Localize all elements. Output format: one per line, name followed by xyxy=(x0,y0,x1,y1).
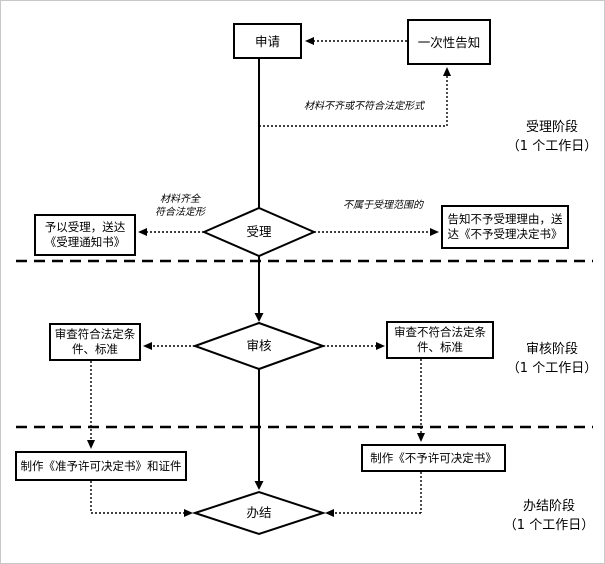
review-pass-line2: 件、标准 xyxy=(72,342,118,356)
arrowhead-pass-right xyxy=(143,342,152,350)
stage-finish-duration: （1 个工作日） xyxy=(503,518,595,533)
stage-accept-name: 受理阶段 xyxy=(525,120,578,135)
stage-accept-duration: （1 个工作日） xyxy=(506,139,598,154)
stage-review-label: 审核阶段 （1 个工作日） xyxy=(499,340,604,378)
notify-reject-box: 告知不予受理理由，送 达《不予受理决定书》 xyxy=(441,205,569,249)
make-permit-box: 制作《准予许可决定书》和证件 xyxy=(15,451,187,481)
review-diamond xyxy=(192,321,326,371)
make-denial-box: 制作《不予许可决定书》 xyxy=(361,444,506,472)
arrowhead-permit-top xyxy=(87,440,95,449)
review-fail-box: 审查不符合法定条 件、标准 xyxy=(386,321,494,359)
make-permit-label: 制作《准予许可决定书》和证件 xyxy=(20,458,182,473)
arrowhead-reject-left xyxy=(430,228,439,236)
out-of-scope-label: 不属于受理范围的 xyxy=(343,200,423,211)
arrowhead-finish-left xyxy=(184,509,193,517)
arrowhead-grant-right xyxy=(138,228,147,236)
apply-label: 申请 xyxy=(254,33,280,49)
stage-review-duration: （1 个工作日） xyxy=(506,361,598,376)
arrowhead-finish-right xyxy=(325,509,334,517)
materials-complete-line1: 材料齐全 xyxy=(160,194,200,205)
arrowhead-fail-left xyxy=(376,342,385,350)
accept-diamond xyxy=(201,206,317,258)
materials-incomplete-label: 材料不齐或不符合法定形式 xyxy=(304,101,424,112)
materials-complete-label: 材料齐全 符合法定形 xyxy=(141,193,219,219)
review-fail-line1: 审查不符合法定条 xyxy=(394,325,486,339)
stage-finish-label: 办结阶段 （1 个工作日） xyxy=(493,497,604,535)
arrowhead-denial-top xyxy=(417,433,425,442)
grant-accept-box: 予以受理，送达 《受理通知书》 xyxy=(34,214,136,256)
grant-accept-line1: 予以受理，送达 xyxy=(44,220,126,234)
review-pass-box: 审查符合法定条 件、标准 xyxy=(49,323,141,361)
notify-reject-line2: 达《不予受理决定书》 xyxy=(447,227,563,241)
materials-complete-line2: 符合法定形 xyxy=(155,207,205,218)
apply-box: 申请 xyxy=(233,23,302,59)
stage-finish-name: 办结阶段 xyxy=(522,499,575,514)
grant-accept-line2: 《受理通知书》 xyxy=(44,235,126,249)
review-diamond-label: 审核 xyxy=(246,338,272,353)
arrowhead-finish-top xyxy=(254,481,264,490)
accept-diamond-label: 受理 xyxy=(246,224,272,239)
arrowhead-apply-right xyxy=(305,37,314,45)
notify-reject-line1: 告知不予受理理由，送 xyxy=(447,212,563,226)
stage-review-name: 审核阶段 xyxy=(525,342,578,357)
review-pass-line1: 审查符合法定条 xyxy=(54,327,136,341)
one-time-notice-box: 一次性告知 xyxy=(407,19,491,65)
arrowhead-notice-bottom xyxy=(443,67,451,76)
one-time-notice-label: 一次性告知 xyxy=(417,34,481,50)
review-fail-line2: 件、标准 xyxy=(417,340,463,354)
finish-diamond-label: 办结 xyxy=(246,505,272,520)
finish-diamond xyxy=(191,490,327,536)
stage-accept-label: 受理阶段 （1 个工作日） xyxy=(499,118,604,156)
arrowhead-review-top xyxy=(254,313,264,322)
make-denial-label: 制作《不予许可决定书》 xyxy=(370,450,497,465)
